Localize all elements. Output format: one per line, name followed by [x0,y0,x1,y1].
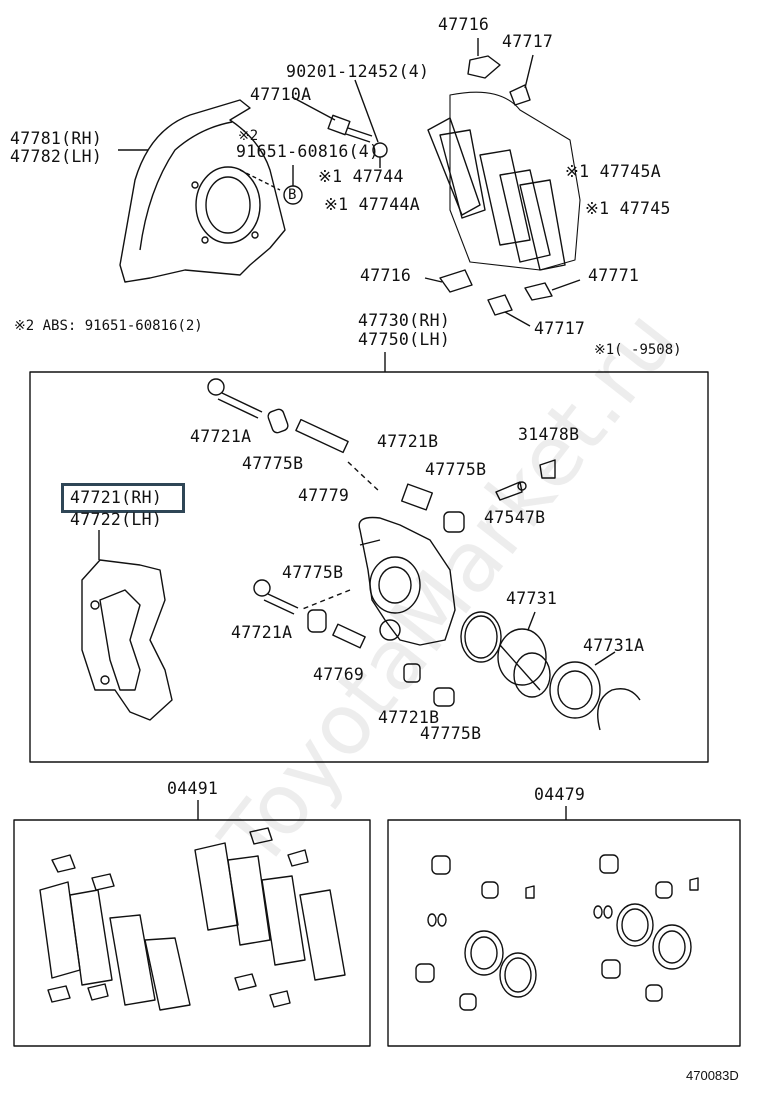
part-47710A[interactable]: 47710A [250,85,312,104]
seal-kit-box [387,819,741,1047]
part-47547B[interactable]: 47547B [484,508,546,527]
part-47730[interactable]: 47730(RH) [358,311,451,330]
screw-90201 [354,79,388,168]
pad-kit-box [13,819,371,1047]
part-47721B-2[interactable]: 47721B [378,708,440,727]
part-04479[interactable]: 04479 [534,785,586,804]
diagram-id: 470083D [686,1068,739,1083]
date-note: ※1( -9508) [594,342,682,358]
guide-pin-47779 [295,418,349,454]
part-47745A[interactable]: ※1 47745A [565,162,661,181]
bleeder-47547B [495,481,527,501]
highlight-box [61,483,185,513]
part-47721B[interactable]: 47721B [377,432,439,451]
mark-2: ※2 [238,128,259,144]
part-47717[interactable]: 47717 [502,32,554,51]
part-47745[interactable]: ※1 47745 [585,199,671,218]
part-47782[interactable]: 47782(LH) [10,147,103,166]
part-47775B-2[interactable]: 47775B [425,460,487,479]
part-47744[interactable]: ※1 47744 [318,167,404,186]
brake-pads-top [427,91,581,271]
part-91651-60816[interactable]: 91651-60816(4) [236,142,380,161]
part-47721A[interactable]: 47721A [190,427,252,446]
part-47721-rh[interactable]: 47721(RH) [70,488,163,507]
part-47779[interactable]: 47779 [298,486,350,505]
part-47716[interactable]: 47716 [438,15,490,34]
caliper-assembly-box [29,371,709,763]
part-47781[interactable]: 47781(RH) [10,129,103,148]
part-47750[interactable]: 47750(LH) [358,330,451,349]
part-47744A[interactable]: ※1 47744A [324,195,420,214]
bolt-47710A [291,96,373,143]
circle-b-label: B [288,187,297,203]
part-90201-12452[interactable]: 90201-12452(4) [286,62,430,81]
part-47721A-2[interactable]: 47721A [231,623,293,642]
part-04491[interactable]: 04491 [167,779,219,798]
part-31478B[interactable]: 31478B [518,425,580,444]
part-47731A[interactable]: 47731A [583,636,645,655]
dust-cover-shape [118,99,286,283]
part-47775B[interactable]: 47775B [242,454,304,473]
seal-kit-shapes [415,854,699,1011]
part-47775B-4[interactable]: 47775B [420,724,482,743]
part-47771[interactable]: 47771 [588,266,640,285]
part-47716-mid[interactable]: 47716 [360,266,412,285]
pad-kit-shapes [39,827,346,1011]
part-47769[interactable]: 47769 [313,665,365,684]
part-47731[interactable]: 47731 [506,589,558,608]
part-47775B-3[interactable]: 47775B [282,563,344,582]
guide-bolt-lower [253,579,299,615]
caliper-body [299,516,456,646]
part-47722-lh[interactable]: 47722(LH) [70,510,163,529]
guide-bolt-upper [207,378,263,419]
caliper-bracket [81,530,173,721]
piston-47731 [497,628,551,698]
part-47717-mid[interactable]: 47717 [534,319,586,338]
abs-note: ※2 ABS: 91651-60816(2) [14,318,203,334]
